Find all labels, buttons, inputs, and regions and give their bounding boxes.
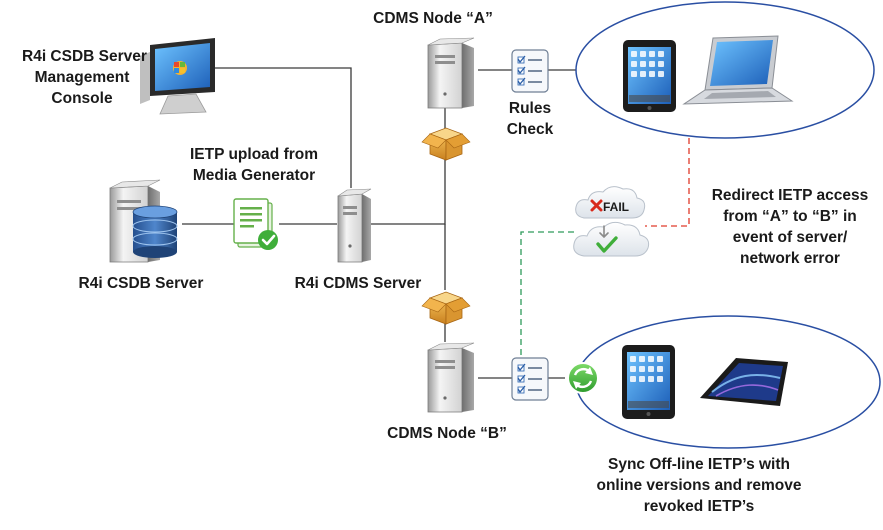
redirect-line-1: Redirect IETP access <box>711 187 869 204</box>
cdms-server-icon <box>337 188 372 263</box>
cloud-check-icon <box>573 221 650 257</box>
sync-icon <box>567 362 599 394</box>
sync-label: Sync Off-line IETP’s with online version… <box>580 454 818 517</box>
package-icon-upper <box>421 127 471 161</box>
redirect-line-2: from “A” to “B” in <box>723 208 857 225</box>
sync-line-3: revoked IETP’s <box>643 498 755 515</box>
laptop-icon <box>682 35 794 105</box>
cdms-to-node-a-line <box>368 157 446 225</box>
sync-line-1: Sync Off-line IETP’s with <box>607 456 790 473</box>
rules-check-label: Rules Check <box>495 98 565 140</box>
tablet-icon-landscape <box>700 358 788 406</box>
monitor-icon <box>140 38 215 115</box>
tablet-icon-cloud-a <box>623 40 676 112</box>
console-label-line-1: R4i CSDB Server <box>22 48 147 65</box>
document-check-icon <box>233 198 278 250</box>
cdms-server-label: R4i CDMS Server <box>294 275 422 292</box>
node-b-label: CDMS Node “B” <box>387 425 507 442</box>
console-label-line-2: Management <box>34 69 130 86</box>
csdb-server-label: R4i CSDB Server <box>78 275 204 292</box>
rules-check-line-1: Rules <box>508 100 552 117</box>
connector-lines <box>182 67 583 379</box>
tablet-icon-cloud-b <box>622 345 675 419</box>
redirect-line-4: network error <box>740 250 840 267</box>
ietp-upload-label: IETP upload from Media Generator <box>174 144 334 186</box>
ietp-upload-line-2: Media Generator <box>192 167 316 184</box>
ietp-upload-line-1: IETP upload from <box>189 146 319 163</box>
database-icon <box>132 205 178 258</box>
sync-dashed-line <box>520 231 574 362</box>
node-b-server-icon <box>427 342 475 413</box>
fail-badge-text: FAIL <box>603 200 629 214</box>
checklist-icon-node-b <box>511 357 549 401</box>
redirect-dashed-line <box>645 138 690 227</box>
redirect-label: Redirect IETP access from “A” to “B” in … <box>704 185 876 269</box>
node-a-server-icon <box>427 37 475 109</box>
console-label-line-3: Console <box>51 90 113 107</box>
redirect-line-3: event of server/ <box>732 229 848 246</box>
checklist-icon-node-a <box>511 49 549 93</box>
package-icon-lower <box>421 291 471 325</box>
node-a-label: CDMS Node “A” <box>373 10 493 27</box>
rules-check-line-2: Check <box>506 121 554 138</box>
sync-line-2: online versions and remove <box>596 477 802 494</box>
console-label: R4i CSDB Server Management Console <box>22 46 147 109</box>
cloud-fail-icon <box>575 186 646 219</box>
console-to-cdms-line <box>213 67 352 188</box>
